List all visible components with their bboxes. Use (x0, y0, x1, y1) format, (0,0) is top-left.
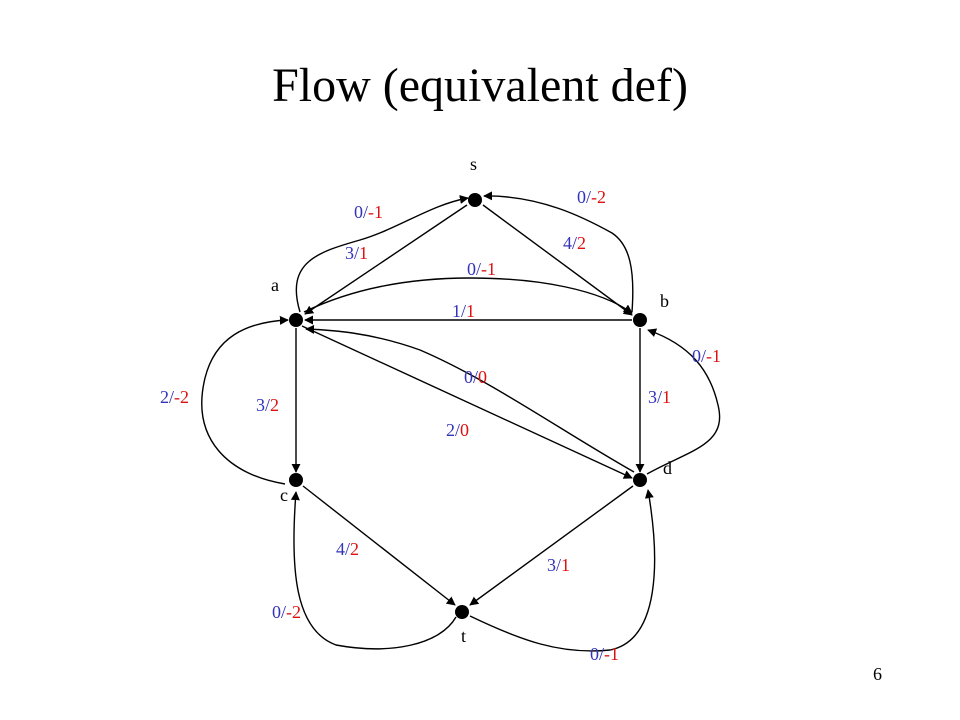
edge-s-a (304, 204, 468, 315)
edge-b-s (483, 191, 634, 313)
edge-a-s (295, 195, 469, 313)
edge-label-c-a: 2/-2 (160, 387, 189, 407)
slide-title: Flow (equivalent def) (272, 59, 688, 112)
edge-d-t (469, 485, 634, 606)
edge-s-b (482, 204, 633, 316)
node-a (289, 313, 303, 327)
node-t (455, 605, 469, 619)
node-label-d: d (663, 458, 672, 478)
node-s (468, 193, 482, 207)
edge-label-d-t: 3/1 (547, 555, 570, 575)
edge-label-a-d: 2/0 (446, 420, 469, 440)
nodes: s a b c d t (271, 154, 672, 646)
edge-a-b (303, 277, 633, 314)
edge-label-a-b: 0/-1 (467, 259, 496, 279)
edge-label-b-d: 3/1 (648, 387, 671, 407)
edges (201, 191, 721, 652)
edge-d-b (646, 328, 721, 475)
edge-label-s-b: 4/2 (563, 233, 586, 253)
edge-c-t (302, 485, 456, 606)
node-c (289, 473, 303, 487)
edge-label-d-a: 0/0 (464, 367, 487, 387)
edge-label-t-c: 0/-2 (272, 602, 301, 622)
edge-label-d-b: 0/-1 (692, 346, 721, 366)
edge-t-c (290, 491, 457, 650)
edge-d-a (305, 324, 635, 473)
node-label-s: s (470, 154, 477, 174)
node-label-b: b (660, 291, 669, 311)
node-label-a: a (271, 275, 279, 295)
edge-label-s-a: 3/1 (345, 243, 368, 263)
page-number: 6 (873, 664, 882, 684)
edge-t-d (469, 489, 656, 652)
node-label-t: t (461, 626, 466, 646)
edge-label-t-d: 0/-1 (590, 644, 619, 664)
edge-labels: 3/1 0/-1 4/2 0/-2 1/1 0/-1 2/0 0/0 3/2 2/-2 3/1 0/-… (160, 187, 721, 664)
edge-label-a-c: 3/2 (256, 395, 279, 415)
node-label-c: c (280, 485, 288, 505)
node-b (633, 313, 647, 327)
edge-a-d (301, 325, 633, 479)
edge-label-a-s: 0/-1 (354, 202, 383, 222)
edge-c-a (201, 315, 289, 485)
edge-label-b-a: 1/1 (452, 301, 475, 321)
edge-label-c-t: 4/2 (336, 539, 359, 559)
node-d (633, 473, 647, 487)
edge-label-b-s: 0/-2 (577, 187, 606, 207)
